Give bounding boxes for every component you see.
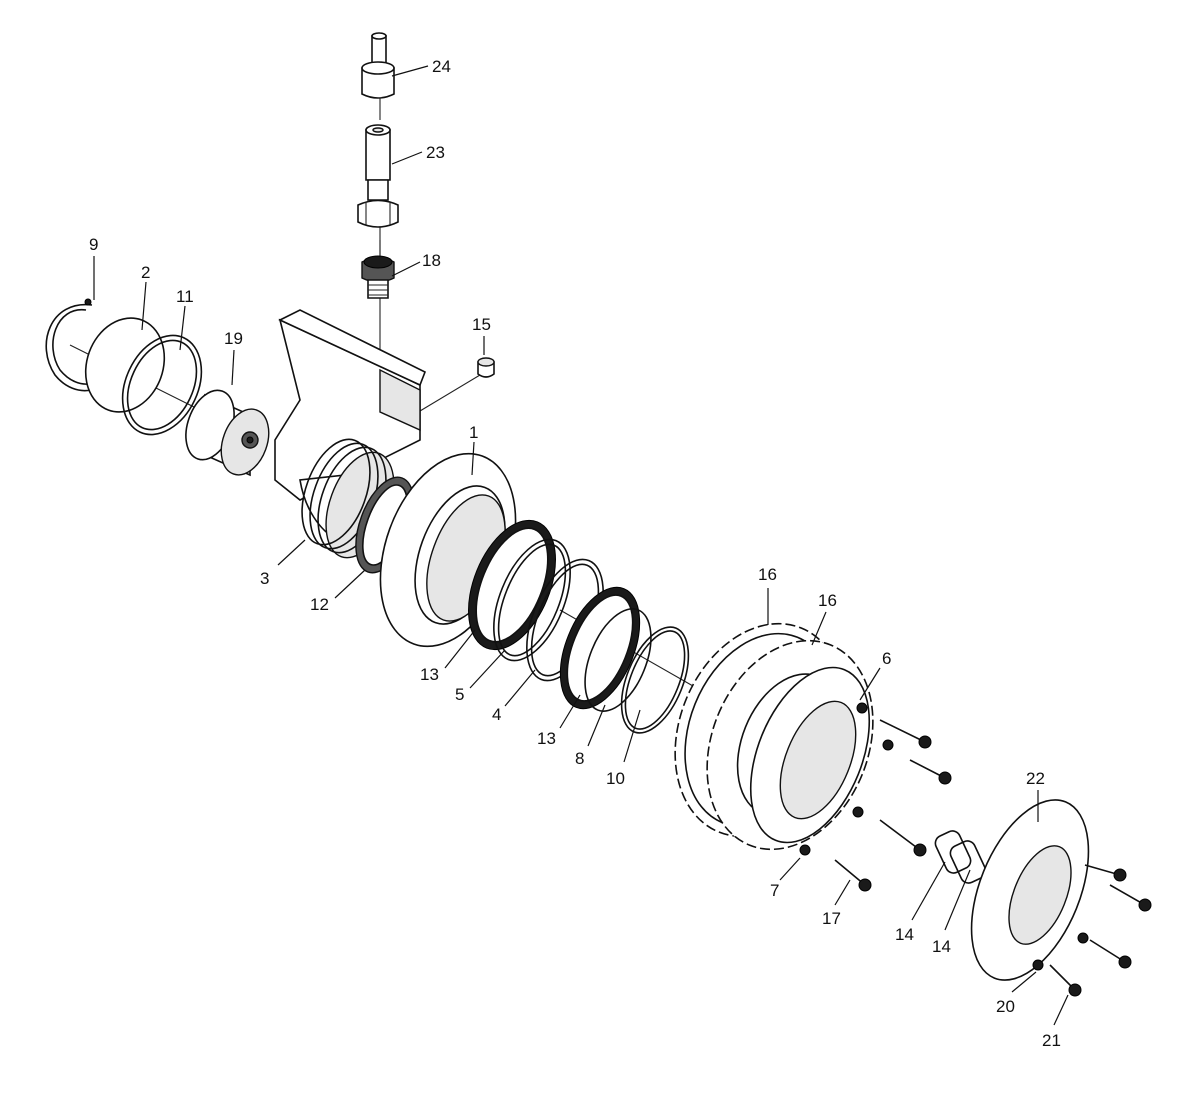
part-17-bolts <box>834 719 952 892</box>
callout-21: 21 <box>1042 1031 1061 1050</box>
callout-1: 1 <box>469 423 478 442</box>
callout-13-a: 13 <box>420 665 439 684</box>
part-13-bearing-b <box>559 586 641 710</box>
callout-9: 9 <box>89 235 98 254</box>
callout-5: 5 <box>455 685 464 704</box>
callout-13-b: 13 <box>537 729 556 748</box>
part-10-retaining-ring <box>620 626 690 734</box>
callout-20: 20 <box>996 997 1015 1016</box>
callout-22: 22 <box>1026 769 1045 788</box>
part-8-ring <box>584 608 652 712</box>
part-20-washers <box>1032 932 1089 971</box>
part-15-plug <box>477 357 495 378</box>
callout-leaders <box>93 65 1069 1026</box>
callout-23: 23 <box>426 143 445 162</box>
part-22-cover-plate <box>970 799 1090 981</box>
callout-16-a: 16 <box>758 565 777 584</box>
part-5-ring <box>493 538 571 662</box>
callout-6: 6 <box>882 649 891 668</box>
callout-labels: 24 23 18 9 2 11 19 15 1 3 12 13 5 4 13 8… <box>89 57 1061 1050</box>
callout-18: 18 <box>422 251 441 270</box>
part-14-links <box>934 830 987 884</box>
callout-14-b: 14 <box>932 937 951 956</box>
callout-2: 2 <box>141 263 150 282</box>
part-23-adapter <box>357 124 399 228</box>
part-2-disc <box>84 317 166 413</box>
part-18-fitting <box>361 255 395 299</box>
part-6-hub-plate <box>749 666 871 844</box>
callout-16-b: 16 <box>818 591 837 610</box>
callout-4: 4 <box>492 705 501 724</box>
callout-12: 12 <box>310 595 329 614</box>
callout-8: 8 <box>575 749 584 768</box>
callout-15: 15 <box>472 315 491 334</box>
part-19-module <box>185 389 270 477</box>
part-21-bolts <box>1049 864 1152 997</box>
callout-19: 19 <box>224 329 243 348</box>
callout-17: 17 <box>822 909 841 928</box>
part-24-cap <box>361 32 395 99</box>
callout-3: 3 <box>260 569 269 588</box>
callout-11: 11 <box>176 287 194 306</box>
callout-24: 24 <box>432 57 451 76</box>
part-7-washers <box>799 702 894 856</box>
part-11-o-ring <box>121 334 203 436</box>
callout-14-a: 14 <box>895 925 914 944</box>
callout-7: 7 <box>770 881 779 900</box>
part-13-bearing-a <box>468 519 556 651</box>
callout-10: 10 <box>606 769 625 788</box>
